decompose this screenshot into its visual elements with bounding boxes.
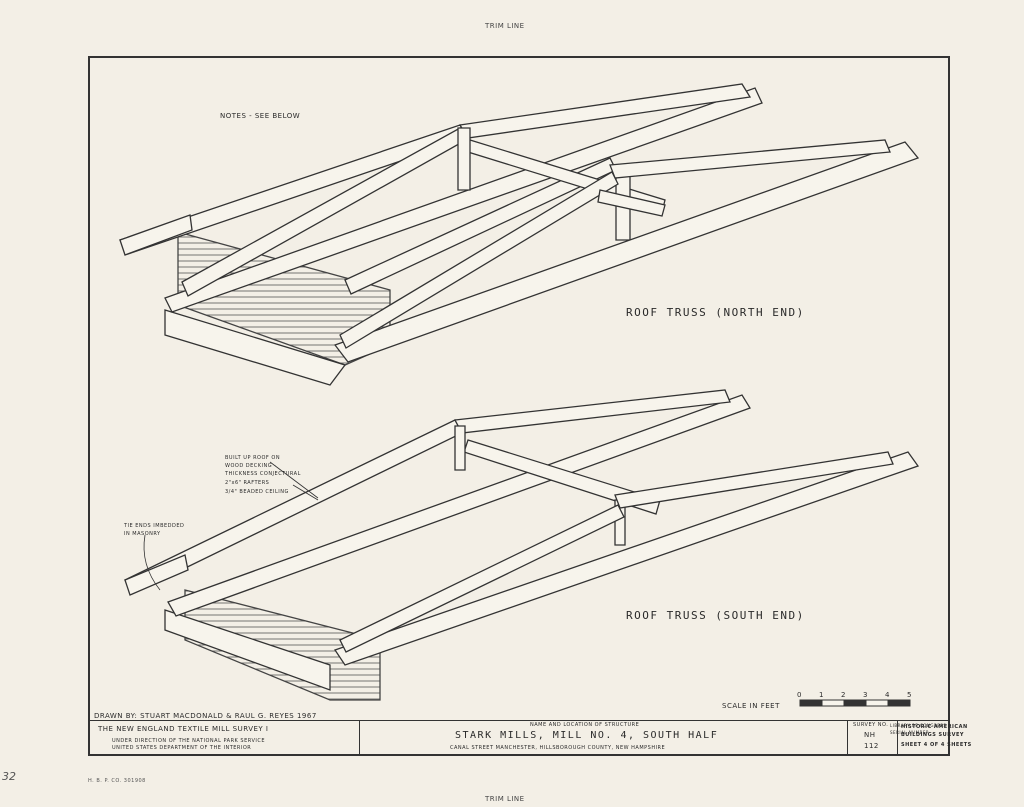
callout-line-2: WOOD DECKING - — [225, 463, 277, 469]
scale-tick-1: 1 — [819, 691, 824, 699]
structure-cell: NAME AND LOCATION OF STRUCTURE STARK MIL… — [360, 721, 848, 755]
south-truss-label: ROOF TRUSS (SOUTH END) — [626, 609, 805, 622]
drawing-border — [88, 56, 950, 756]
callout-line-5: 3/4" BEADED CEILING — [225, 489, 289, 495]
south-upper-chord-2 — [614, 451, 894, 509]
scale-tick-4: 4 — [885, 691, 890, 699]
scale-tick-5: 5 — [907, 691, 912, 699]
survey-no-header: SURVEY NO. — [853, 722, 889, 728]
trim-line-top: TRIM LINE — [485, 22, 525, 30]
structure-location: CANAL STREET MANCHESTER, HILLSBOROUGH CO… — [450, 745, 666, 751]
loc-line-2: SERIAL NUMBER — [890, 730, 930, 735]
trim-line-bottom: TRIM LINE — [485, 795, 525, 803]
north-lower-chord — [333, 141, 920, 363]
north-tie-beam — [164, 87, 763, 313]
habs-cell: HISTORIC AMERICAN BUILDINGS SURVEY SHEET… — [898, 721, 971, 755]
north-king-post — [457, 127, 471, 191]
survey-cell: THE NEW ENGLAND TEXTILE MILL SURVEY I UN… — [90, 721, 360, 755]
north-wall-front — [164, 309, 347, 386]
south-lower-chord — [333, 451, 920, 666]
tie-line-2: IN MASONRY — [124, 531, 161, 537]
scale-label: SCALE IN FEET — [722, 702, 780, 710]
structure-name: STARK MILLS, MILL NO. 4, SOUTH HALF — [455, 730, 719, 741]
scale-tick-2: 2 — [841, 691, 846, 699]
habs-line-1: HISTORIC AMERICAN — [901, 724, 968, 730]
south-wall-front — [164, 609, 331, 691]
south-plate — [124, 554, 189, 596]
direction-line-2: UNITED STATES DEPARTMENT OF THE INTERIOR — [112, 745, 252, 751]
scale-tick-3: 3 — [863, 691, 868, 699]
south-truss — [124, 389, 920, 701]
scale-tick-0: 0 — [797, 691, 802, 699]
survey-no: NH — [864, 731, 876, 739]
south-diag-2 — [339, 504, 625, 653]
sheet-of: SHEET 4 OF 4 SHEETS — [901, 742, 972, 748]
callout-line-4: 2"x6" RAFTERS — [225, 480, 270, 486]
printer-code: H. B. P. CO. 301908 — [88, 778, 146, 784]
north-diag-2 — [339, 171, 619, 349]
survey-name: THE NEW ENGLAND TEXTILE MILL SURVEY I — [98, 725, 269, 733]
loc-line-1: LIBRARY OF CONGRESS — [890, 723, 947, 728]
callout-line-1: BUILT UP ROOF ON — [225, 455, 281, 461]
callout-leaders — [143, 461, 319, 591]
north-brace — [597, 189, 666, 217]
direction-line-1: UNDER DIRECTION OF THE NATIONAL PARK SER… — [112, 738, 265, 744]
north-truss — [119, 83, 920, 386]
notes-label: NOTES - SEE BELOW — [220, 112, 301, 120]
scale-bar — [799, 699, 911, 707]
south-king-post — [454, 425, 466, 471]
survey-no-2: 112 — [864, 742, 879, 750]
structure-header: NAME AND LOCATION OF STRUCTURE — [530, 722, 640, 728]
south-tie-beam — [167, 394, 751, 617]
north-truss-label: ROOF TRUSS (NORTH END) — [626, 306, 805, 319]
habs-line-2: BUILDINGS SURVEY — [901, 732, 964, 738]
drawn-by: DRAWN BY: STUART MACDONALD & RAUL G. REY… — [94, 712, 317, 720]
survey-number-cell: SURVEY NO. NH 112 — [848, 721, 898, 755]
callout-line-3: THICKNESS CONJECTURAL — [225, 471, 301, 477]
page-mark: 32 — [2, 770, 16, 783]
title-block: THE NEW ENGLAND TEXTILE MILL SURVEY I UN… — [90, 720, 971, 755]
north-plate — [119, 214, 193, 256]
tie-line-1: TIE ENDS IMBEDDED — [124, 523, 185, 529]
